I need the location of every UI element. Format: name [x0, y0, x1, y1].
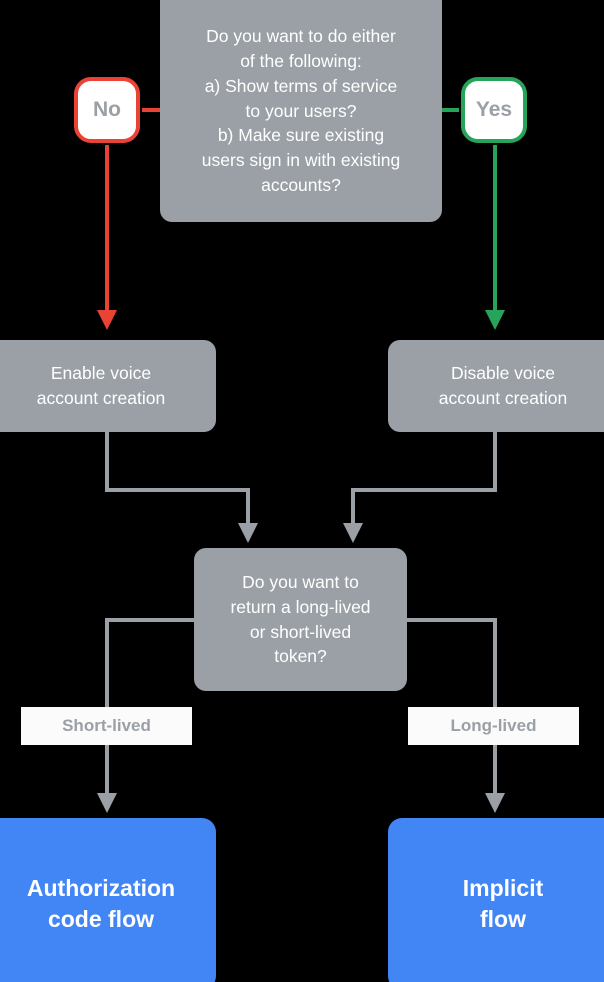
terminal-node-implicit-flow: Implicit flow	[388, 818, 604, 982]
short-lived-text: Short-lived	[62, 716, 151, 735]
decision-top-text: Do you want to do either of the followin…	[201, 26, 401, 196]
decision-node-token-lifetime: Do you want to return a long-lived or sh…	[194, 548, 407, 691]
long-lived-text: Long-lived	[450, 716, 537, 735]
process-node-disable-voice-account-creation: Disable voice account creation	[388, 340, 604, 432]
disable-box-text: Disable voice account creation	[438, 363, 568, 408]
implicit-flow-text: Implicit flow	[462, 874, 544, 932]
yes-label: Yes	[475, 98, 513, 121]
edge-enable-to-token	[105, 432, 258, 543]
process-node-enable-voice-account-creation: Enable voice account creation	[0, 340, 216, 432]
edge-disable-to-token	[343, 432, 497, 543]
branch-label-yes[interactable]: Yes	[461, 77, 527, 143]
branch-label-no[interactable]: No	[74, 77, 140, 143]
edge-label-long-lived: Long-lived	[408, 707, 579, 745]
no-label: No	[93, 98, 121, 121]
edge-label-short-lived: Short-lived	[21, 707, 192, 745]
auth-flow-text: Authorization code flow	[26, 874, 176, 932]
decision-node-terms-or-existing-accounts: Do you want to do either of the followin…	[160, 0, 442, 222]
decision-token-text: Do you want to return a long-lived or sh…	[230, 571, 371, 667]
enable-box-text: Enable voice account creation	[36, 363, 166, 408]
terminal-node-authorization-code-flow: Authorization code flow	[0, 818, 216, 982]
